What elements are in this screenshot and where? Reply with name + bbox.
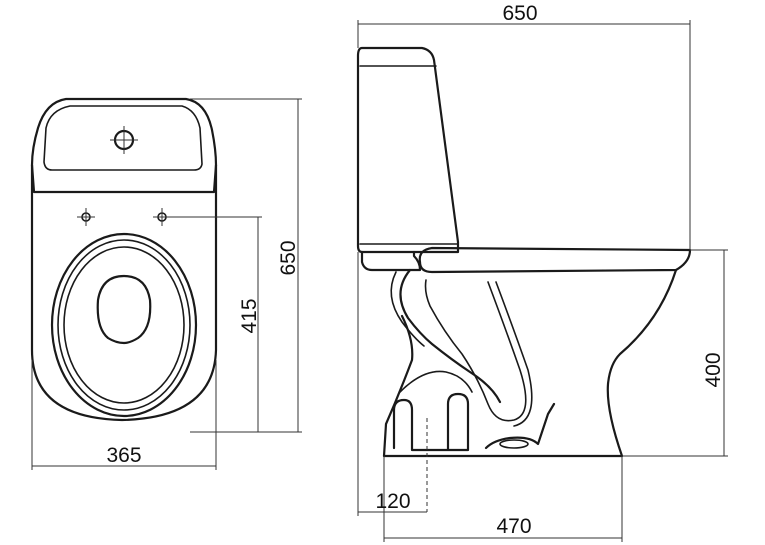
flush-button-icon	[110, 126, 138, 154]
dim-650-depth: 650	[502, 2, 537, 25]
trap-curve	[399, 268, 502, 404]
dim-650-height: 650	[277, 240, 300, 275]
cistern-top-outline	[30, 97, 218, 194]
dim-120: 120	[375, 490, 410, 513]
foot-left	[392, 392, 470, 452]
trap-curve-inner	[390, 271, 425, 347]
dim-470: 470	[496, 515, 531, 538]
bowl-opening	[96, 274, 152, 345]
hinge-mark-left-icon	[77, 208, 95, 226]
cistern-side-outline	[356, 46, 460, 254]
seat-inner	[57, 239, 191, 411]
side-view: 650 400 120 470	[356, 2, 728, 542]
hinge-mark-right-icon	[153, 208, 171, 226]
bowl-rim	[63, 246, 185, 404]
top-view: 650 415 365	[30, 97, 302, 470]
seat-rim-side	[418, 246, 692, 274]
outlet	[484, 402, 556, 450]
cistern-joint	[360, 250, 422, 272]
dim-415: 415	[238, 298, 261, 333]
cistern-lid-inner	[43, 105, 203, 171]
bowl-front	[606, 268, 678, 458]
bowl-inner-contour	[424, 279, 527, 422]
seat-outer	[50, 232, 198, 418]
dim-365: 365	[106, 444, 141, 467]
dim-400: 400	[702, 352, 725, 387]
bowl-inner-contour-2	[495, 281, 533, 427]
bowl-top-outline	[30, 163, 218, 422]
outlet-opening	[499, 439, 529, 449]
foot-hollow	[399, 370, 473, 393]
rear-body	[382, 314, 414, 458]
